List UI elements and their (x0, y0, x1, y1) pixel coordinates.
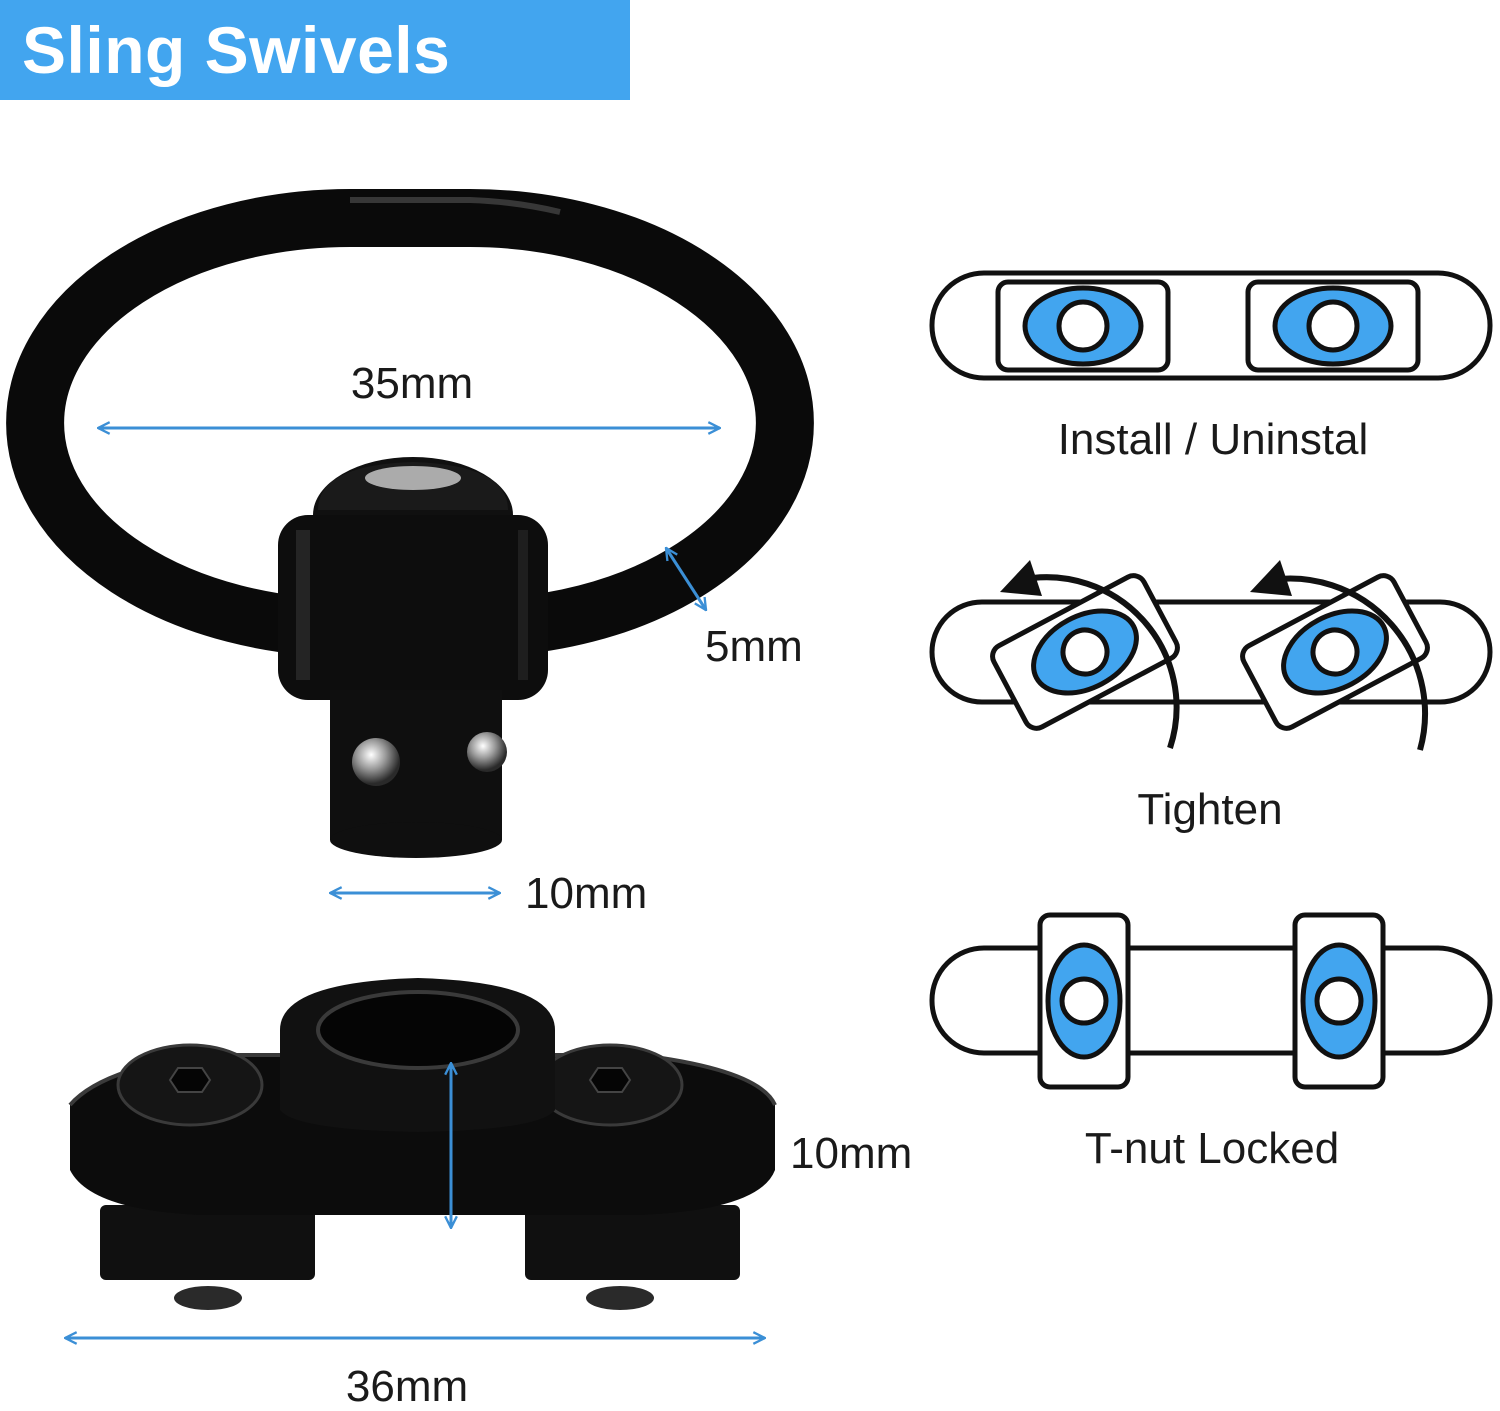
step-label-locked: T-nut Locked (1084, 1124, 1340, 1173)
t-nut-aligned-icon (929, 270, 1493, 381)
rail-mount (68, 978, 777, 1310)
t-nut-rotating-icon (929, 560, 1493, 751)
step-label-tighten: Tighten (1137, 785, 1283, 834)
label-loop-thickness: 5mm (705, 622, 803, 671)
dimension-lines (65, 428, 765, 1338)
swivel-stud (330, 690, 507, 858)
swivel-body (278, 457, 548, 700)
label-stud-diameter: 10mm (525, 869, 648, 918)
label-loop-width: 35mm (350, 359, 474, 408)
label-mount-length: 36mm (345, 1362, 469, 1411)
t-nut-locked-icon (929, 912, 1493, 1090)
title-banner: Sling Swivels (0, 0, 630, 100)
page-title: Sling Swivels (22, 13, 451, 87)
dimension-loop-thickness (666, 548, 706, 610)
step-label-install: Install / Uninstal (1057, 415, 1369, 464)
label-mount-height: 10mm (790, 1129, 913, 1178)
